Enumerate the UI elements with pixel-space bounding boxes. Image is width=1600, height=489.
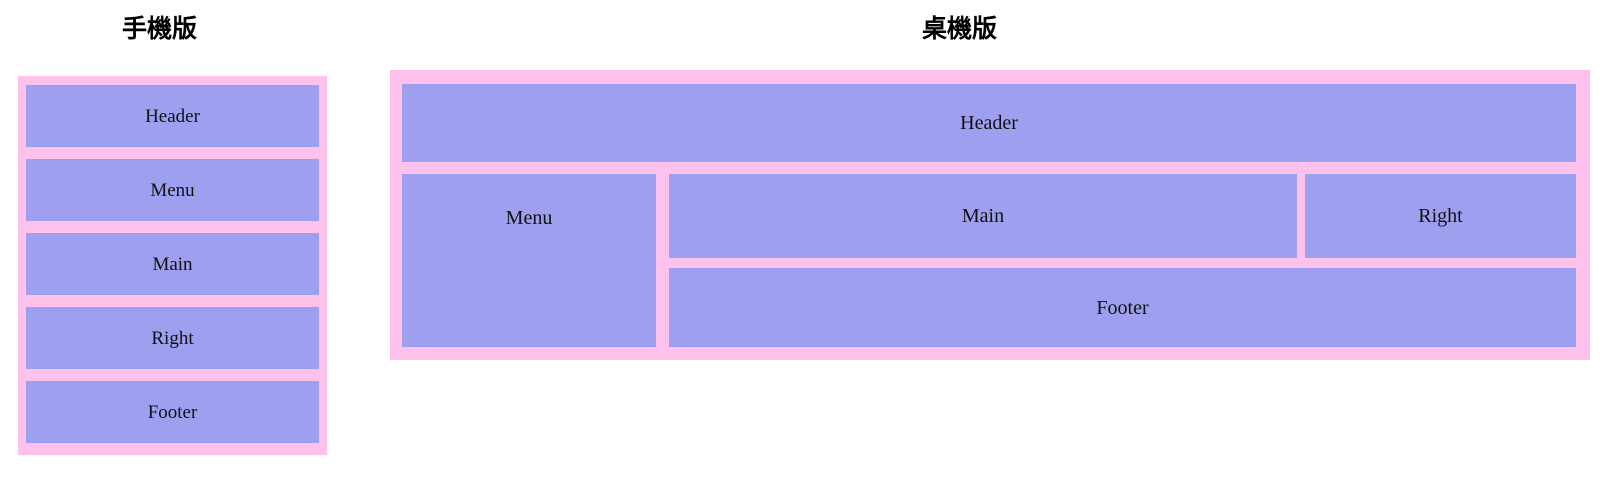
mobile-block-right: Right [26,307,319,369]
desktop-layout-heading: 桌機版 [922,14,998,43]
desktop-block-main: Main [669,174,1297,258]
mobile-block-main: Main [26,233,319,295]
mobile-block-menu: Menu [26,159,319,221]
mobile-block-footer: Footer [26,381,319,443]
desktop-block-menu: Menu [402,174,656,347]
mobile-layout-heading: 手機版 [122,14,198,43]
mobile-wireframe-container: Header Menu Main Right Footer [18,76,327,455]
desktop-block-header: Header [402,84,1576,162]
desktop-block-right: Right [1305,174,1576,258]
desktop-wireframe-container: Header Menu Main Right Footer [390,70,1590,360]
desktop-block-footer: Footer [669,268,1576,347]
mobile-block-header: Header [26,85,319,147]
